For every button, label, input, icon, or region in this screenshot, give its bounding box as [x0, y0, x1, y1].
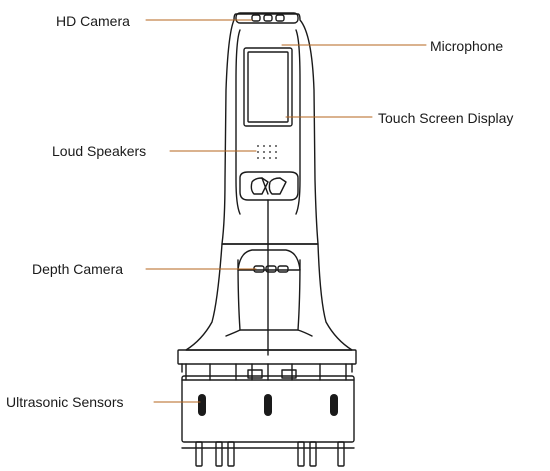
- head-sensor-pod: [239, 171, 299, 201]
- label-ultrasonic-sensors: Ultrasonic Sensors: [6, 394, 124, 410]
- speaker-grill: [257, 145, 277, 159]
- depth-camera-housing: [237, 249, 301, 271]
- label-depth-camera: Depth Camera: [32, 261, 124, 277]
- touch-screen-panel: [247, 51, 289, 123]
- base-feet: [195, 441, 345, 467]
- robot-head-inner: [235, 29, 241, 215]
- ultrasonic-sensor-left: [198, 394, 206, 416]
- hd-camera-housing: [235, 12, 299, 24]
- base-collar: [177, 349, 357, 365]
- label-microphone: Microphone: [430, 38, 504, 54]
- label-hd-camera: HD Camera: [56, 13, 130, 29]
- label-touch-screen: Touch Screen Display: [378, 110, 514, 126]
- label-loud-speakers: Loud Speakers: [52, 143, 147, 159]
- robot-body-outline: [185, 243, 353, 351]
- robot-base: [181, 375, 355, 443]
- ultrasonic-sensor-right: [330, 394, 338, 416]
- ultrasonic-sensor-center: [264, 394, 272, 416]
- touch-screen-frame: [243, 47, 293, 127]
- ultrasonic-sensor-array: [198, 394, 338, 416]
